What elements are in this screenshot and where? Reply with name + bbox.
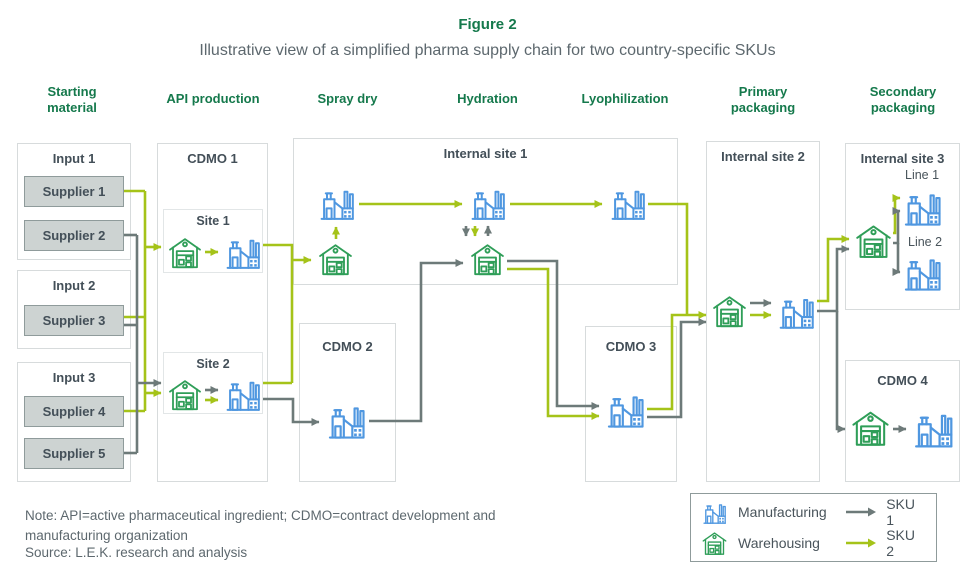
cdmo-2-box: CDMO 2: [299, 323, 396, 482]
flow-segment: [507, 267, 600, 420]
figure-subtitle: Illustrative view of a simplified pharma…: [199, 42, 776, 59]
legend-sku2-label: SKU 2: [886, 527, 915, 559]
line-2-manufacturing-icon: [901, 251, 944, 294]
legend-warehousing-label: Warehousing: [738, 535, 820, 551]
internal-site-2-box: Internal site 2: [706, 141, 820, 482]
supplier-3-box: Supplier 3: [24, 305, 124, 336]
legend-manufacturing-label: Manufacturing: [738, 504, 827, 520]
stage-header-api-production: API production: [166, 91, 260, 106]
line-1-manufacturing-icon: [901, 186, 944, 229]
site2-manufacturing-icon: [223, 374, 263, 414]
stage-header-spray-dry: Spray dry: [317, 91, 378, 106]
supplier-5-box: Supplier 5: [24, 438, 124, 469]
supplier-1-box: Supplier 1: [24, 176, 124, 207]
input-2-label: Input 2: [52, 278, 96, 293]
spray-dry-manufacturing-icon: [317, 183, 357, 223]
internal-site-3-box: Internal site 3: [845, 143, 960, 310]
source-text: Source: L.E.K. research and analysis: [25, 545, 248, 560]
legend-sku1-label: SKU 1: [886, 496, 915, 528]
site2-warehousing-icon: [167, 377, 203, 413]
lyophilization-manufacturing-icon: [608, 183, 648, 223]
flow-segment: [263, 397, 320, 426]
flow-segment: [892, 194, 901, 235]
flow-segment: [892, 207, 901, 245]
flow-segment: [647, 318, 707, 419]
flow-segment: [507, 259, 600, 410]
manufacturing-icon: [701, 499, 728, 526]
legend-box: Manufacturing SKU 1 Warehousing SKU 2: [690, 493, 937, 562]
cdmo-3-manufacturing-icon: [604, 388, 647, 431]
site1-warehousing-icon: [167, 235, 203, 271]
note-text: Note: API=active pharmaceutical ingredie…: [25, 508, 496, 543]
line-1-label: Line 1: [905, 168, 940, 182]
internal-site-2-warehousing-icon: [711, 293, 748, 330]
hydration-manufacturing-icon: [468, 183, 508, 223]
cdmo-2-label: CDMO 2: [322, 339, 373, 354]
cdmo-1-box: CDMO 1: [157, 143, 268, 482]
legend-row-warehousing: Warehousing SKU 2: [701, 527, 926, 559]
cdmo-4-label: CDMO 4: [877, 373, 928, 388]
internal-site-3-label: Internal site 3: [860, 151, 945, 166]
figure-title: Figure 2: [458, 16, 517, 33]
hydration-warehousing-icon: [469, 241, 506, 278]
flow-segment: [369, 259, 464, 423]
internal-site-3-warehousing-icon: [854, 222, 893, 261]
site1-manufacturing-icon: [223, 232, 263, 272]
flow-segment: [892, 243, 901, 276]
sku2-arrow-icon: [846, 538, 877, 548]
sku1-arrow-icon: [846, 507, 877, 517]
flow-segment: [263, 243, 294, 383]
stage-header-lyophilization: Lyophilization: [581, 91, 669, 106]
line-2-label: Line 2: [908, 235, 943, 249]
warehouse-icon: [701, 530, 728, 557]
input-1-label: Input 1: [52, 151, 96, 166]
internal-site-1-label: Internal site 1: [443, 146, 528, 161]
flow-segment: [647, 311, 707, 411]
site-2-label: Site 2: [196, 357, 230, 371]
stage-header-secondary-packaging: Secondary packaging: [869, 84, 937, 116]
cdmo-2-manufacturing-icon: [325, 399, 368, 442]
legend-row-manufacturing: Manufacturing SKU 1: [701, 496, 926, 528]
cdmo-3-box: CDMO 3: [585, 326, 677, 482]
stage-header-primary-packaging: Primary packaging: [730, 84, 796, 116]
cdmo-4-manufacturing-icon: [911, 406, 956, 451]
site-1-label: Site 1: [196, 214, 230, 228]
stage-header-starting-material: Starting material: [47, 84, 97, 116]
flow-segment: [817, 245, 850, 313]
supplier-2-box: Supplier 2: [24, 220, 124, 251]
flow-segment: [835, 311, 846, 433]
cdmo-4-warehousing-icon: [850, 408, 891, 449]
cdmo-3-label: CDMO 3: [605, 339, 657, 354]
internal-site-2-label: Internal site 2: [721, 149, 805, 164]
flow-segment: [648, 202, 689, 315]
sku1-flow-lines: [124, 207, 907, 455]
sku2-flow-lines: [124, 189, 901, 420]
stage-header-hydration: Hydration: [457, 91, 518, 106]
internal-site-2-manufacturing-icon: [776, 291, 817, 332]
spray-dry-warehousing-icon: [317, 241, 354, 278]
cdmo-1-label: CDMO 1: [187, 151, 238, 166]
flow-segment: [817, 235, 850, 303]
input-3-label: Input 3: [52, 370, 96, 385]
supplier-4-box: Supplier 4: [24, 396, 124, 427]
